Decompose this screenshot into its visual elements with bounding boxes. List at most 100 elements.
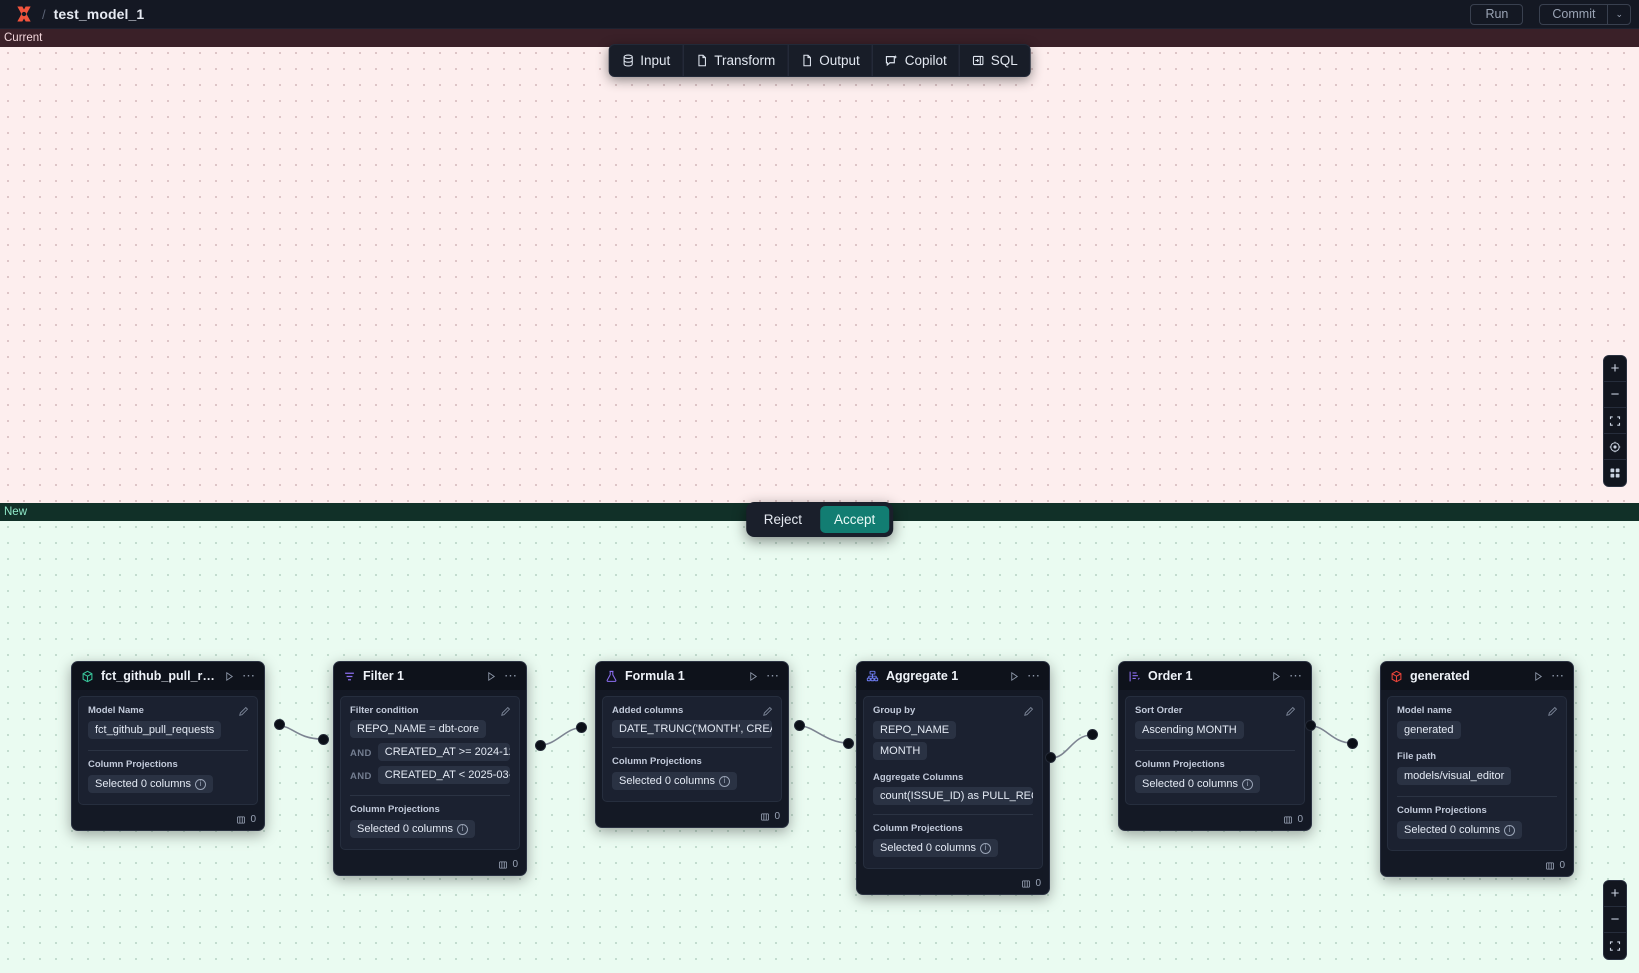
zoom-out-button[interactable]: − xyxy=(1604,907,1626,933)
node-menu-button[interactable]: ⋯ xyxy=(1551,668,1565,683)
toggle-minimap-button[interactable] xyxy=(1604,460,1626,486)
edit-pencil-icon[interactable] xyxy=(762,704,773,722)
page-title: test_model_1 xyxy=(53,6,145,22)
node-header[interactable]: Formula 1 ⋯ xyxy=(596,662,788,690)
info-icon[interactable]: i xyxy=(1504,824,1515,836)
tab-input[interactable]: Input xyxy=(609,45,684,76)
chip-sort-order[interactable]: Ascending MONTH xyxy=(1135,721,1244,739)
node-port-in[interactable] xyxy=(1347,738,1358,749)
run-node-button[interactable] xyxy=(748,671,759,682)
edit-pencil-icon[interactable] xyxy=(1547,704,1558,722)
node-port-out[interactable] xyxy=(535,740,546,751)
zoom-in-button[interactable]: + xyxy=(1604,356,1626,382)
node-filter-1[interactable]: Filter 1 ⋯ Filter condition REPO_NAME = … xyxy=(333,661,527,876)
node-header[interactable]: Aggregate 1 ⋯ xyxy=(857,662,1049,690)
edit-pencil-icon[interactable] xyxy=(500,704,511,722)
edit-pencil-icon[interactable] xyxy=(238,704,249,722)
run-node-button[interactable] xyxy=(486,671,497,682)
zoom-controls-current[interactable]: + − xyxy=(1603,355,1627,487)
node-generated[interactable]: generated ⋯ Model name generated File pa… xyxy=(1380,661,1574,877)
node-aggregate-1[interactable]: Aggregate 1 ⋯ Group by REPO_NAME MONTH A… xyxy=(856,661,1050,895)
info-icon[interactable]: i xyxy=(1242,778,1253,790)
node-port-in[interactable] xyxy=(318,734,329,745)
canvas-current[interactable] xyxy=(0,29,1639,503)
chip-group-by[interactable]: MONTH xyxy=(873,742,928,760)
tab-input-label: Input xyxy=(640,53,671,68)
chevron-down-icon[interactable]: ⌄ xyxy=(1607,3,1631,25)
node-port-out[interactable] xyxy=(274,719,285,730)
node-menu-button[interactable]: ⋯ xyxy=(1289,668,1303,683)
tab-sql[interactable]: SQL xyxy=(960,45,1030,76)
tab-copilot[interactable]: Copilot xyxy=(873,45,960,76)
node-header[interactable]: generated ⋯ xyxy=(1381,662,1573,690)
node-header[interactable]: Order 1 ⋯ xyxy=(1119,662,1311,690)
run-node-button[interactable] xyxy=(1533,671,1544,682)
chip-aggregate-columns[interactable]: count(ISSUE_ID) as PULL_REQUEST_... xyxy=(873,787,1033,805)
node-menu-button[interactable]: ⋯ xyxy=(1027,668,1041,683)
tab-transform[interactable]: Transform xyxy=(683,45,789,76)
node-port-in[interactable] xyxy=(1087,729,1098,740)
node-menu-button[interactable]: ⋯ xyxy=(766,668,780,683)
chip-column-projections[interactable]: Selected 0 columns i xyxy=(350,820,475,838)
field-label-group-by: Group by xyxy=(873,705,916,716)
info-icon[interactable]: i xyxy=(980,842,991,854)
node-port-in[interactable] xyxy=(576,722,587,733)
target-lock-icon xyxy=(1609,441,1621,452)
chip-column-projections[interactable]: Selected 0 columns i xyxy=(1397,821,1522,839)
chip-added-columns[interactable]: DATE_TRUNC('MONTH', CREATED_AT... xyxy=(612,720,772,738)
node-fct-github-pull-requests[interactable]: fct_github_pull_requests ⋯ Model Name fc… xyxy=(71,661,265,831)
chip-model-name[interactable]: generated xyxy=(1397,721,1461,739)
node-menu-button[interactable]: ⋯ xyxy=(504,668,518,683)
filter-icon xyxy=(345,672,354,680)
edit-pencil-icon[interactable] xyxy=(1023,704,1034,722)
run-node-button[interactable] xyxy=(1271,671,1282,682)
edit-pencil-icon[interactable] xyxy=(1285,704,1296,722)
reject-button[interactable]: Reject xyxy=(750,506,816,533)
tab-output[interactable]: Output xyxy=(788,45,873,76)
app-logo-icon[interactable] xyxy=(14,4,34,24)
chip-file-path[interactable]: models/visual_editor xyxy=(1397,767,1512,785)
filter-condition-row[interactable]: AND CREATED_AT >= 2024-12-01 xyxy=(350,743,510,763)
info-icon[interactable]: i xyxy=(195,778,206,790)
cube-green-icon xyxy=(82,670,93,682)
chip-column-projections[interactable]: Selected 0 columns i xyxy=(873,839,998,857)
node-header[interactable]: fct_github_pull_requests ⋯ xyxy=(72,662,264,690)
node-port-out[interactable] xyxy=(794,720,805,731)
chip-filter-condition[interactable]: CREATED_AT < 2025-03-01 xyxy=(377,766,510,784)
info-icon[interactable]: i xyxy=(457,823,468,835)
node-menu-button[interactable]: ⋯ xyxy=(242,668,256,683)
zoom-in-button[interactable]: + xyxy=(1604,881,1626,907)
run-node-button[interactable] xyxy=(1009,671,1020,682)
diff-action-bar[interactable]: Reject Accept xyxy=(745,502,894,537)
chip-column-projections[interactable]: Selected 0 columns i xyxy=(88,775,213,793)
run-button[interactable]: Run xyxy=(1470,3,1524,25)
node-header[interactable]: Filter 1 ⋯ xyxy=(334,662,526,690)
fit-view-button[interactable] xyxy=(1604,408,1626,434)
chip-column-projections-text: Selected 0 columns xyxy=(880,842,976,854)
zoom-controls-new[interactable]: + − xyxy=(1603,880,1627,960)
node-port-in[interactable] xyxy=(843,738,854,749)
canvas-new[interactable] xyxy=(0,503,1639,973)
fit-view-button[interactable] xyxy=(1604,933,1626,959)
chip-filter-condition[interactable]: REPO_NAME = dbt-core xyxy=(350,720,486,738)
chip-group-by[interactable]: REPO_NAME xyxy=(873,721,957,739)
commit-button[interactable]: Commit xyxy=(1539,3,1608,25)
filter-condition-row[interactable]: AND CREATED_AT < 2025-03-01 xyxy=(350,766,510,786)
chip-model-name[interactable]: fct_github_pull_requests xyxy=(88,721,222,739)
editor-toolbar[interactable]: Input Transform Output Copilot SQL xyxy=(608,44,1031,77)
recenter-button[interactable] xyxy=(1604,434,1626,460)
run-node-button[interactable] xyxy=(224,671,235,682)
node-port-out[interactable] xyxy=(1305,720,1316,731)
filter-condition-row[interactable]: REPO_NAME = dbt-core xyxy=(350,720,510,740)
node-row-count: 0 xyxy=(1035,878,1041,889)
accept-button[interactable]: Accept xyxy=(819,506,890,533)
commit-button-group[interactable]: Commit ⌄ xyxy=(1539,3,1631,25)
chip-filter-condition[interactable]: CREATED_AT >= 2024-12-01 xyxy=(377,743,510,761)
chip-column-projections[interactable]: Selected 0 columns i xyxy=(612,772,737,790)
node-order-1[interactable]: Order 1 ⋯ Sort Order Ascending MONTH Col… xyxy=(1118,661,1312,831)
chip-column-projections[interactable]: Selected 0 columns i xyxy=(1135,775,1260,793)
node-formula-1[interactable]: Formula 1 ⋯ Added columns DATE_TRUNC('MO… xyxy=(595,661,789,828)
info-icon[interactable]: i xyxy=(719,775,730,787)
node-port-out[interactable] xyxy=(1045,752,1056,763)
zoom-out-button[interactable]: − xyxy=(1604,382,1626,408)
